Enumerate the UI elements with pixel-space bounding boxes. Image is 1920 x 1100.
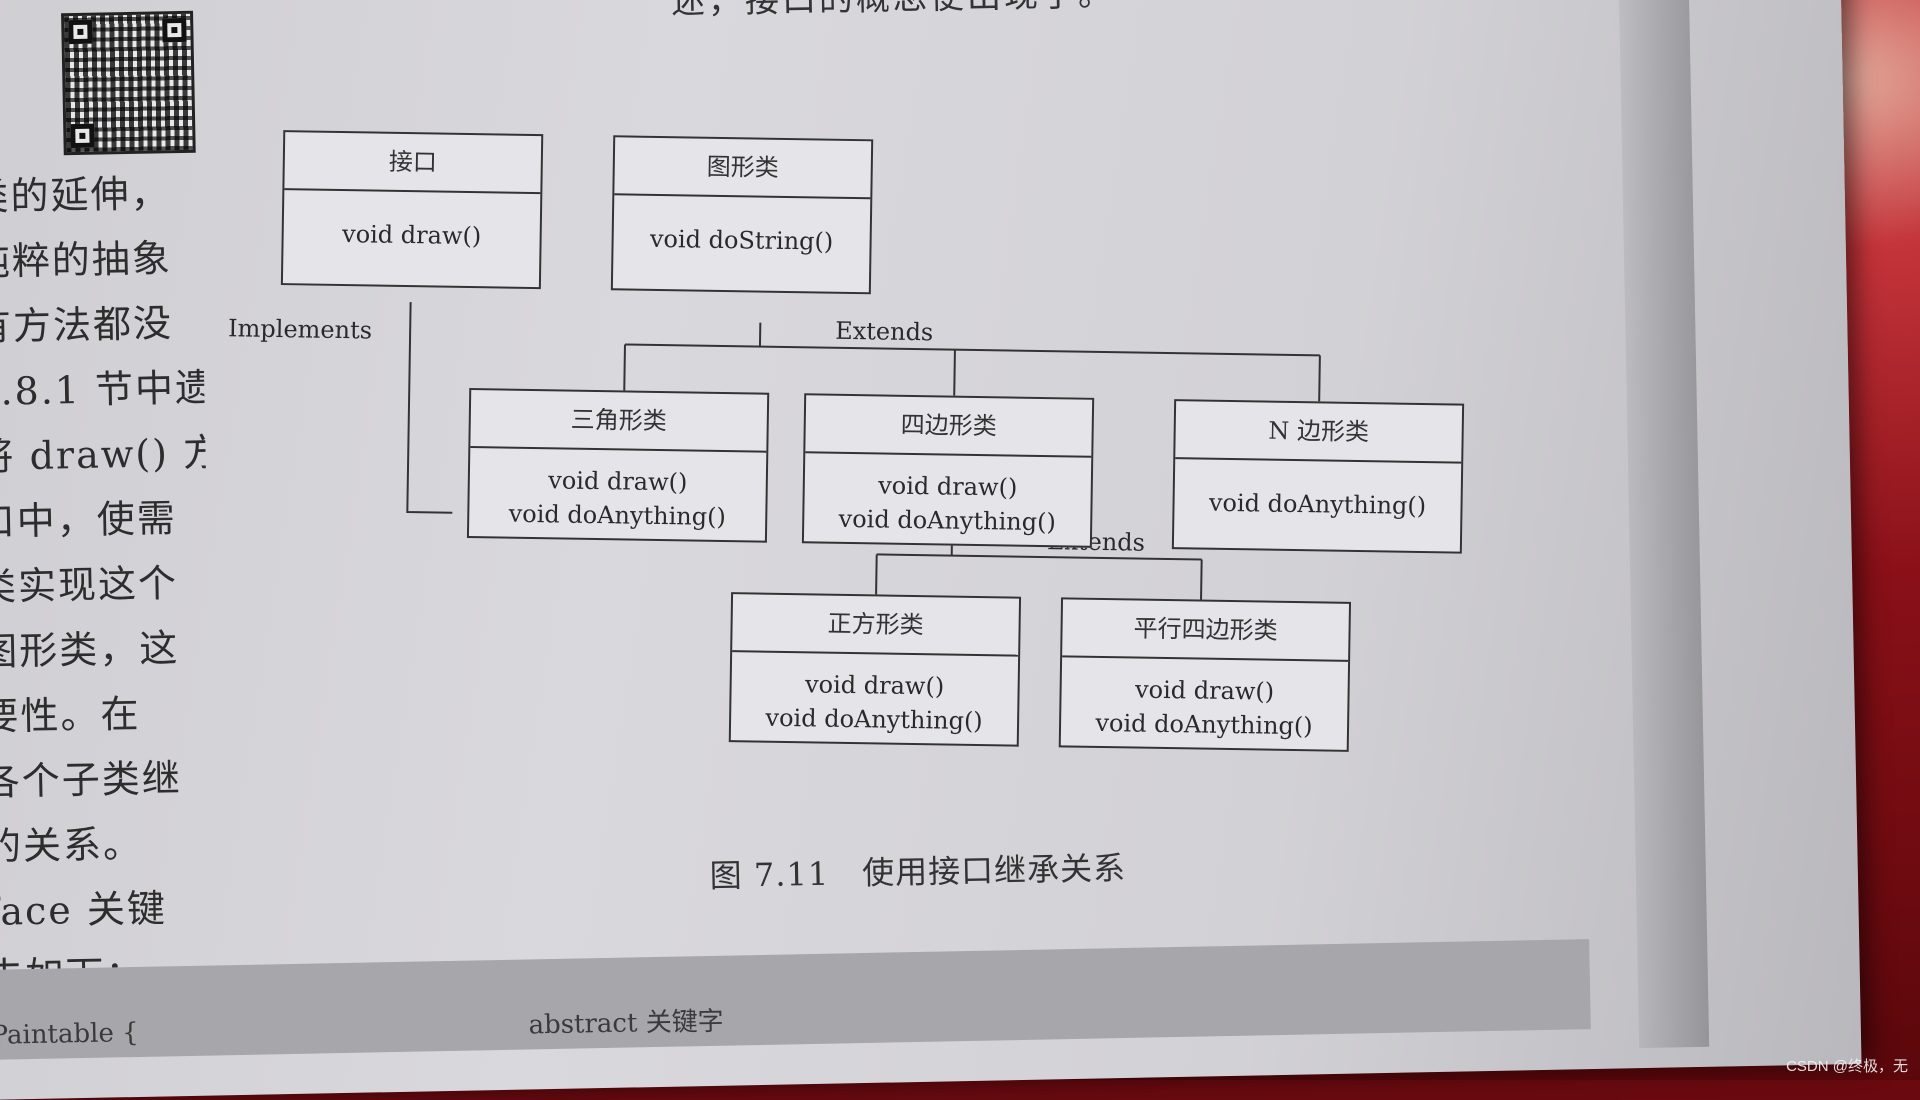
extends-drop-triangle [624, 344, 625, 390]
class-methods: void doAnything() [1174, 459, 1461, 523]
class-methods: void draw() [283, 190, 540, 254]
class-box-quadrilateral: 四边形类 void draw() void doAnything() [802, 393, 1094, 548]
method: void doAnything() [804, 501, 1090, 539]
extends-bus-bottom [877, 554, 1202, 559]
left-text-line: face 关键 [0, 875, 215, 944]
figure-caption: 图 7.11 使用接口继承关系 [709, 843, 1126, 897]
class-box-triangle: 三角形类 void draw() void doAnything() [467, 388, 769, 543]
class-box-n-gon: N 边形类 void doAnything() [1172, 399, 1464, 554]
qr-corner-marker [68, 20, 92, 44]
class-name: N 边形类 [1175, 401, 1462, 463]
left-text-line: 将 draw() 方 [0, 421, 206, 490]
book-page: 述，接口的概念便出现了。 类的延伸， 纯粹的抽象 有方法都没 7.8.1 节中遗… [0, 0, 1862, 1100]
method: void doAnything() [1174, 485, 1460, 523]
left-text-line: 纯粹的抽象 [0, 226, 202, 295]
class-name: 接口 [284, 132, 541, 194]
method: void doAnything() [731, 700, 1017, 738]
left-text-line: 的关系。 [0, 811, 214, 880]
class-box-parallelogram: 平行四边形类 void draw() void doAnything() [1059, 597, 1351, 752]
left-text-line: 类的延伸， [0, 161, 201, 230]
extends-drop-square [876, 554, 877, 594]
class-name: 三角形类 [470, 390, 767, 453]
implements-connector [407, 302, 455, 513]
left-text-line: 图形类，这 [0, 616, 210, 685]
qr-corner-marker [162, 18, 186, 42]
extends-drop-parallelogram [1201, 560, 1202, 600]
class-methods: void draw() void doAnything() [469, 448, 766, 535]
class-methods: void draw() void doAnything() [1061, 657, 1348, 743]
extends-drop-quadrilateral [954, 350, 955, 396]
class-methods: void draw() void doAnything() [731, 652, 1018, 738]
method: void draw() [805, 467, 1091, 505]
method: void doAnything() [469, 496, 765, 535]
class-name: 四边形类 [805, 395, 1092, 457]
method: void doAnything() [1061, 705, 1347, 743]
left-text-line: 7.8.1 节中遗 [0, 356, 205, 425]
class-name: 正方形类 [732, 594, 1019, 656]
extends-drop-n-gon [1319, 355, 1320, 401]
class-name: 平行四边形类 [1062, 599, 1349, 661]
class-name: 图形类 [614, 137, 871, 199]
extends-bus-top [625, 344, 1320, 355]
qr-code [61, 11, 196, 156]
method: void draw() [731, 666, 1017, 704]
class-box-square: 正方形类 void draw() void doAnything() [729, 592, 1021, 747]
page-top-text: 述，接口的概念便出现了。 [670, 0, 1115, 24]
method: void doString() [613, 221, 870, 259]
left-text-line: 要性。在 [0, 681, 211, 750]
left-text-line: 类实现这个 [0, 551, 209, 620]
class-box-interface: 接口 void draw() [281, 130, 543, 289]
class-diagram: Implements Extends Extends 接口 void draw(… [243, 130, 1554, 830]
left-text-line: 口中，使需 [0, 486, 207, 555]
class-box-shape: 图形类 void doString() [611, 135, 873, 294]
class-methods: void draw() void doAnything() [804, 453, 1091, 539]
extends-label-top: Extends [835, 317, 933, 347]
page-edge-shadow [1617, 0, 1709, 1048]
method: void draw() [470, 462, 766, 501]
watermark: CSDN @终极，无 [1786, 1055, 1908, 1076]
left-text-line: 有方法都没 [0, 291, 204, 360]
qr-corner-marker [70, 124, 94, 148]
left-text-line: 各个子类继 [0, 746, 212, 815]
implements-label: Implements [228, 314, 372, 344]
method: void draw() [283, 216, 540, 254]
left-column-text: 类的延伸， 纯粹的抽象 有方法都没 7.8.1 节中遗 将 draw() 方 口… [0, 161, 216, 1010]
class-methods: void doString() [613, 195, 870, 259]
method: void draw() [1061, 671, 1347, 709]
